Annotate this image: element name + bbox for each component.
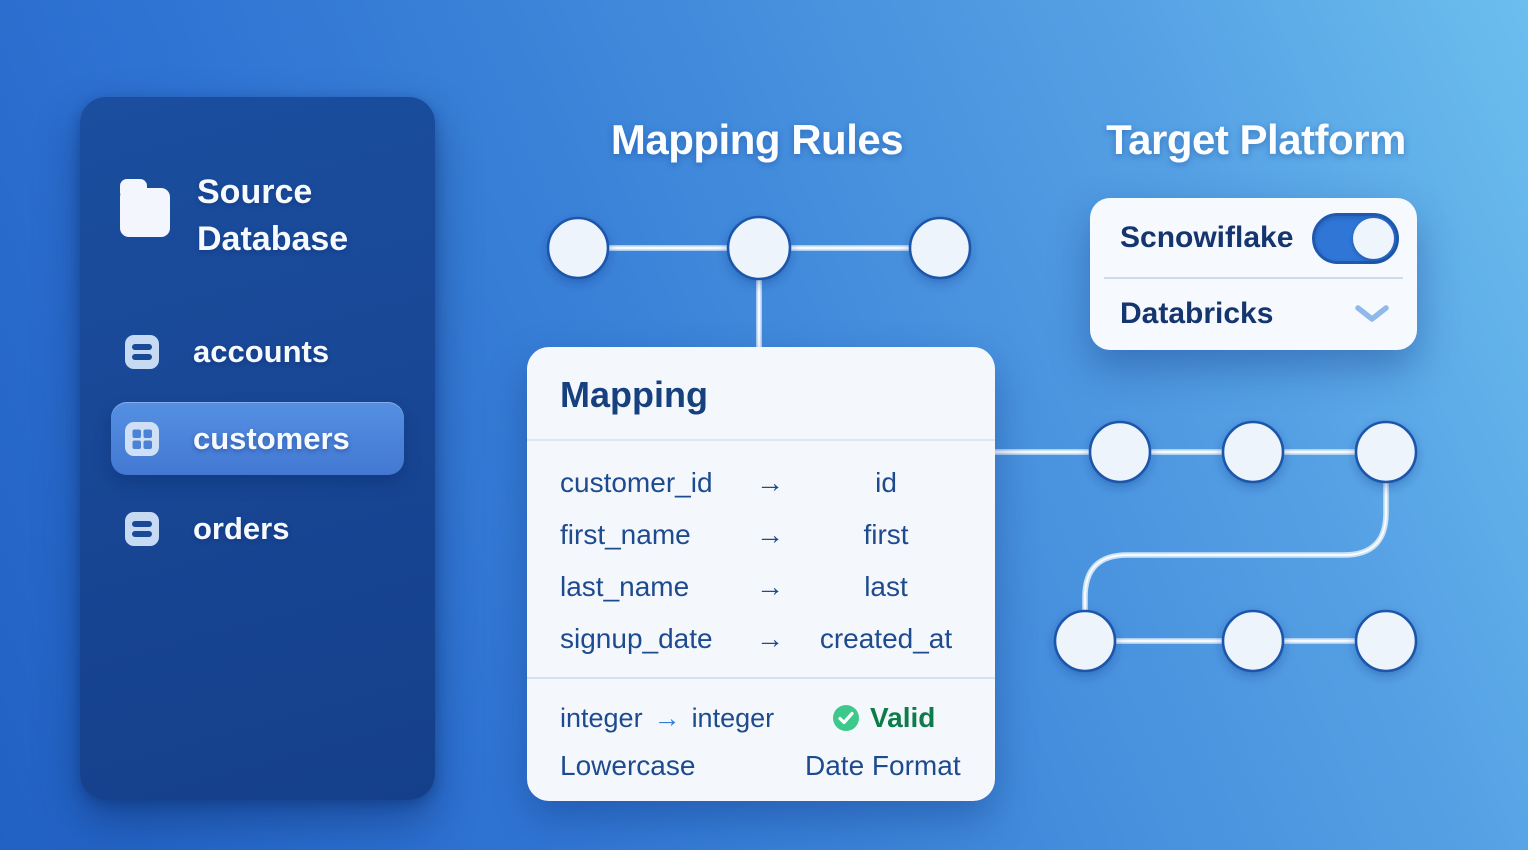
target-platform-title: Target Platform [1106, 116, 1406, 163]
node-circle [1221, 420, 1285, 484]
mapping-footer-row: integer → integer Valid [527, 695, 995, 741]
source-field: signup_date [560, 623, 713, 654]
source-field: first_name [560, 519, 691, 550]
target-field: first [863, 519, 909, 550]
mapping-row: first_name → first [527, 509, 995, 561]
target-platform-card: Scnowiflake Databricks [1090, 198, 1417, 350]
node-circle [726, 215, 792, 281]
mapping-footer-row: Lowercase Date Format [527, 742, 995, 788]
sidebar-item-label: accounts [193, 333, 330, 369]
divider [527, 677, 995, 679]
node-circle [1354, 420, 1418, 484]
mapping-card-title: Mapping [560, 374, 708, 415]
mapping-row: last_name → last [527, 561, 995, 613]
target-field: last [864, 571, 908, 602]
source-database-label: Source Database [197, 173, 349, 258]
platform-option-snowflake: Scnowiflake [1090, 198, 1417, 278]
transform-label: Lowercase [560, 750, 696, 781]
sidebar-item-accounts[interactable]: accounts [111, 315, 404, 388]
arrow-right-icon: → [756, 467, 784, 498]
platform-toggle-on[interactable] [1312, 212, 1399, 264]
source-field: last_name [560, 571, 690, 602]
mapping-card: Mapping customer_id → id first_name → fi… [527, 347, 995, 801]
source-field: customer_id [560, 467, 713, 498]
mapping-rows: customer_id → id first_name → first last… [527, 457, 995, 665]
mapping-rules-title: Mapping Rules [610, 116, 904, 163]
node-circle [1053, 609, 1117, 673]
arrow-right-icon: → [653, 702, 681, 733]
pipeline-nodes [546, 215, 1418, 673]
divider [527, 439, 995, 441]
platform-option-databricks[interactable]: Databricks [1090, 279, 1417, 349]
node-circle [1354, 609, 1418, 673]
divider [1104, 277, 1403, 279]
sidebar-item-orders[interactable]: orders [111, 492, 404, 565]
node-circle [546, 216, 610, 280]
sidebar-item-customers[interactable]: customers [111, 402, 404, 475]
sidebar-item-label: orders [193, 510, 290, 546]
toggle-knob [1353, 217, 1394, 259]
validation-status: Valid [833, 695, 935, 741]
type-mapping: integer → integer [560, 703, 774, 734]
target-field: id [875, 467, 897, 498]
mapping-row: customer_id → id [527, 457, 995, 509]
transform-label: Date Format [805, 750, 961, 781]
node-circle [908, 216, 972, 280]
arrow-right-icon: → [756, 571, 784, 602]
target-field: created_at [819, 623, 953, 654]
sidebar-item-label: customers [193, 420, 350, 456]
arrow-right-icon: → [756, 623, 784, 654]
type-to: integer [691, 702, 775, 733]
table-grid-icon [124, 421, 160, 457]
chevron-down-icon[interactable] [1353, 303, 1391, 325]
mapping-row: signup_date → created_at [527, 613, 995, 665]
folder-icon [118, 175, 172, 239]
type-from: integer [560, 702, 643, 733]
check-icon [833, 705, 859, 731]
source-database-header: Source Database [118, 173, 397, 263]
node-circle [1088, 420, 1152, 484]
arrow-right-icon: → [756, 519, 784, 550]
platform-label: Scnowiflake [1120, 221, 1294, 254]
node-circle [1221, 609, 1285, 673]
platform-label: Databricks [1120, 297, 1274, 330]
table-rows-icon [124, 334, 160, 370]
valid-status-label: Valid [870, 702, 936, 733]
source-database-panel: Source Database accounts [80, 97, 435, 800]
table-rows-icon [124, 511, 160, 547]
